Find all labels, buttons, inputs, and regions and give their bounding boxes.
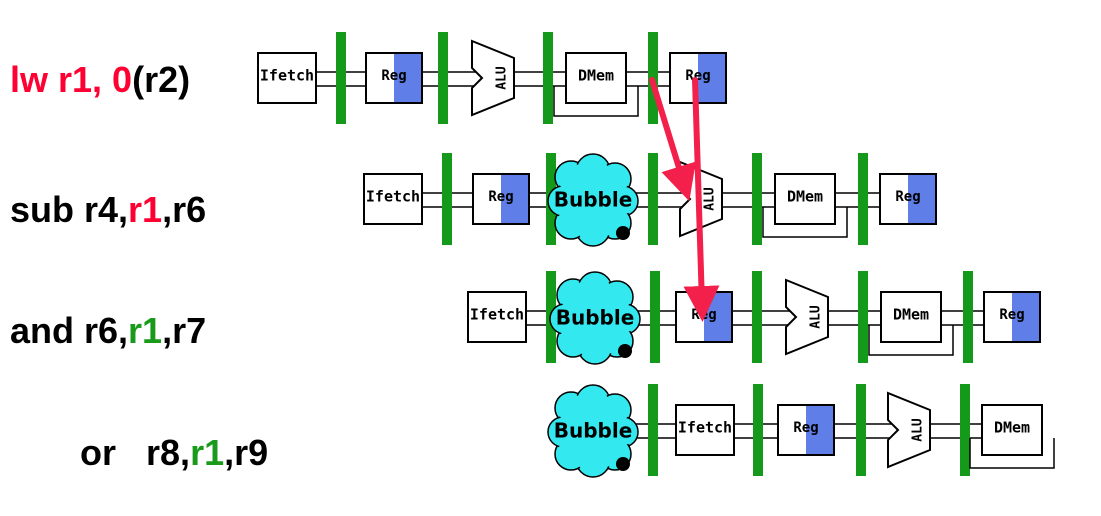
dmem-bypass [553, 86, 639, 117]
bubble-label: Bubble [554, 419, 633, 443]
pipeline-latch [753, 384, 763, 476]
stage-box [467, 291, 527, 343]
pipeline-latch [752, 271, 762, 363]
stage-box [675, 404, 735, 456]
stage-label: Reg [999, 307, 1024, 323]
instr-part: sub r4, [10, 189, 128, 230]
dmem-bypass [969, 438, 1055, 469]
bubble-label: Bubble [554, 188, 633, 212]
bubble-dot [616, 457, 630, 471]
instr-part: ,r7 [162, 310, 206, 351]
stage-label: Ifetch [678, 419, 732, 437]
alu-shape [785, 278, 829, 356]
pipeline-latch [438, 32, 448, 124]
reg-write-half [698, 54, 725, 102]
instr-part: r1 [190, 432, 224, 473]
bubble-label: Bubble [556, 306, 635, 330]
pipeline-latch [648, 384, 658, 476]
instr-part: ,r6 [162, 189, 206, 230]
stage-label: Reg [488, 189, 513, 205]
alu-label: ALU [703, 187, 718, 211]
stage-box [981, 404, 1043, 456]
stage-label: Reg [691, 307, 716, 323]
pipeline-latch [442, 153, 452, 245]
stage-label: DMem [893, 306, 929, 324]
stage-box [257, 52, 317, 104]
stage-label: Reg [381, 68, 406, 84]
pipeline-latch [752, 153, 762, 245]
pipeline-latch [960, 384, 970, 476]
instr-part: and r6, [10, 310, 128, 351]
instr-part: 0 [112, 59, 132, 100]
bubble-cloud: Bubble [547, 384, 639, 478]
stage-box [565, 52, 627, 104]
bubble-cloud: Bubble [549, 271, 641, 365]
bubble-cloud: Bubble [547, 153, 639, 247]
stage-box [880, 291, 942, 343]
instruction-or: or r8,r1,r9 [10, 432, 318, 473]
forwarding-arrow-reg-to-reg [683, 77, 720, 322]
instr-part: lw r1, [10, 59, 112, 100]
instr-part: or r8, [80, 432, 190, 473]
pipeline-latch [858, 153, 868, 245]
pipeline-row-4: Bubble Ifetch Reg ALU DMem [547, 384, 1055, 478]
bubble-core [563, 400, 623, 460]
pipeline-latch [963, 271, 973, 363]
pipeline-latch [648, 153, 658, 245]
instruction-and: and r6,r1,r7 [10, 310, 206, 351]
instr-part: ,r9 [224, 432, 268, 473]
reg-write-half [394, 54, 421, 102]
pipeline-latch [858, 271, 868, 363]
reg-write-half [1012, 293, 1039, 341]
pipeline-latch [336, 32, 346, 124]
stage-label: Ifetch [260, 67, 314, 85]
reg-write-half [908, 175, 935, 223]
stage-label: Reg [895, 189, 920, 205]
bubble-dot [618, 344, 632, 358]
bubble-core [563, 169, 623, 229]
alu-label: ALU [495, 66, 510, 90]
alu-shape [887, 391, 931, 469]
pipeline-latch [856, 384, 866, 476]
pipeline-latch [650, 271, 660, 363]
stage-label: Reg [685, 68, 710, 84]
pipeline-row-3: Ifetch Bubble Reg ALU DMem Reg [467, 271, 1041, 365]
bubble-core [565, 287, 625, 347]
instruction-lw: lw r1, 0(r2) [10, 59, 190, 100]
alu-label: ALU [911, 418, 926, 442]
instruction-labels: lw r1, 0(r2) sub r4,r1,r6 and r6,r1,r7 o… [10, 59, 318, 473]
instr-part: r1 [128, 189, 162, 230]
stage-box [363, 173, 423, 225]
reg-write-half [806, 406, 833, 454]
pipeline-row-1: Ifetch Reg ALU DMem Reg [257, 32, 727, 124]
pipeline-row-2: Ifetch Reg Bubble ALU DMem Reg [363, 153, 937, 247]
instruction-sub: sub r4,r1,r6 [10, 189, 206, 230]
stage-label: DMem [787, 188, 823, 206]
stage-box [774, 173, 836, 225]
pipeline-latch [543, 32, 553, 124]
stage-label: DMem [994, 419, 1030, 437]
dmem-bypass [762, 207, 848, 238]
instr-part: (r2) [132, 59, 190, 100]
reg-write-half [501, 175, 528, 223]
stage-label: Reg [793, 420, 818, 436]
bubble-dot [616, 226, 630, 240]
alu-shape [471, 39, 515, 117]
forwarding-arrow-dmem-to-alu [649, 77, 696, 202]
stage-label: Ifetch [470, 306, 524, 324]
stage-label: DMem [578, 67, 614, 85]
alu-label: ALU [809, 305, 824, 329]
dmem-bypass [868, 325, 954, 356]
forwarding-arrows [649, 77, 720, 322]
stage-label: Ifetch [366, 188, 420, 206]
instr-part: r1 [128, 310, 162, 351]
